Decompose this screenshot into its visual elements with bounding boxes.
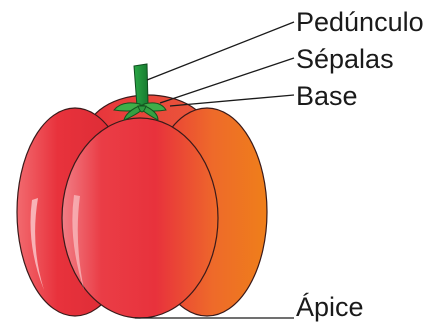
- tomato-fruit: [17, 95, 267, 318]
- front-lobe: [62, 118, 218, 318]
- label-peduncle: Pedúnculo: [296, 7, 424, 37]
- leader-line-peduncle: [147, 22, 294, 80]
- label-base: Base: [296, 81, 358, 111]
- label-sepals: Sépalas: [296, 44, 394, 74]
- leader-line-base: [170, 95, 294, 106]
- label-apex: Ápice: [296, 292, 364, 322]
- peduncle-stem: [134, 64, 148, 106]
